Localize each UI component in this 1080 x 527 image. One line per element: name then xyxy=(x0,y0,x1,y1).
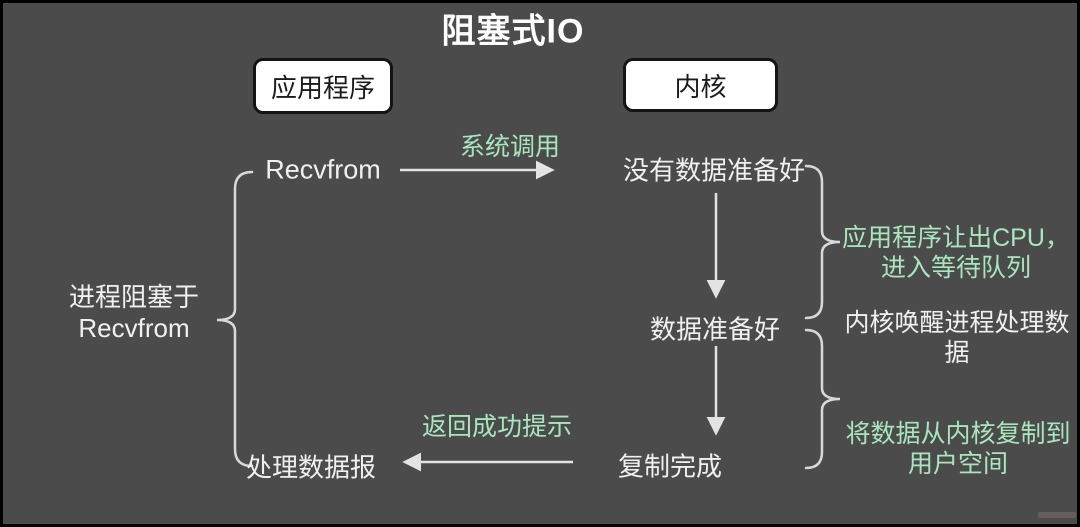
kernel-box: 内核 xyxy=(623,58,778,112)
application-box: 应用程序 xyxy=(253,58,393,114)
node-recvfrom: Recvfrom xyxy=(265,154,381,185)
diagram-title: 阻塞式IO xyxy=(441,12,585,51)
annotation-blocked-on-recvfrom: 进程阻塞于 Recvfrom xyxy=(68,282,200,343)
kernel-box-label: 内核 xyxy=(674,71,727,102)
annotation-yield-cpu: 应用程序让出CPU， 进入等待队列 xyxy=(842,224,1070,282)
brace-left-blocked xyxy=(216,170,254,468)
application-box-label: 应用程序 xyxy=(270,72,375,103)
edge-label-return-success: 返回成功提示 xyxy=(421,413,573,441)
diagram-lines xyxy=(216,160,841,472)
node-process-datagram: 处理数据报 xyxy=(245,452,377,483)
annotation-kernel-wake: 内核唤醒进程处理数 据 xyxy=(844,309,1070,367)
node-data-ready: 数据准备好 xyxy=(649,314,781,345)
brace-right-copy xyxy=(804,328,841,470)
watermark xyxy=(1038,512,1076,518)
edge-label-system-call: 系统调用 xyxy=(459,133,561,161)
node-copy-complete: 复制完成 xyxy=(617,451,723,482)
annotation-copy-to-user: 将数据从内核复制到 用户空间 xyxy=(845,420,1071,478)
brace-right-wait xyxy=(804,164,841,320)
node-no-data-ready: 没有数据准备好 xyxy=(622,155,806,186)
